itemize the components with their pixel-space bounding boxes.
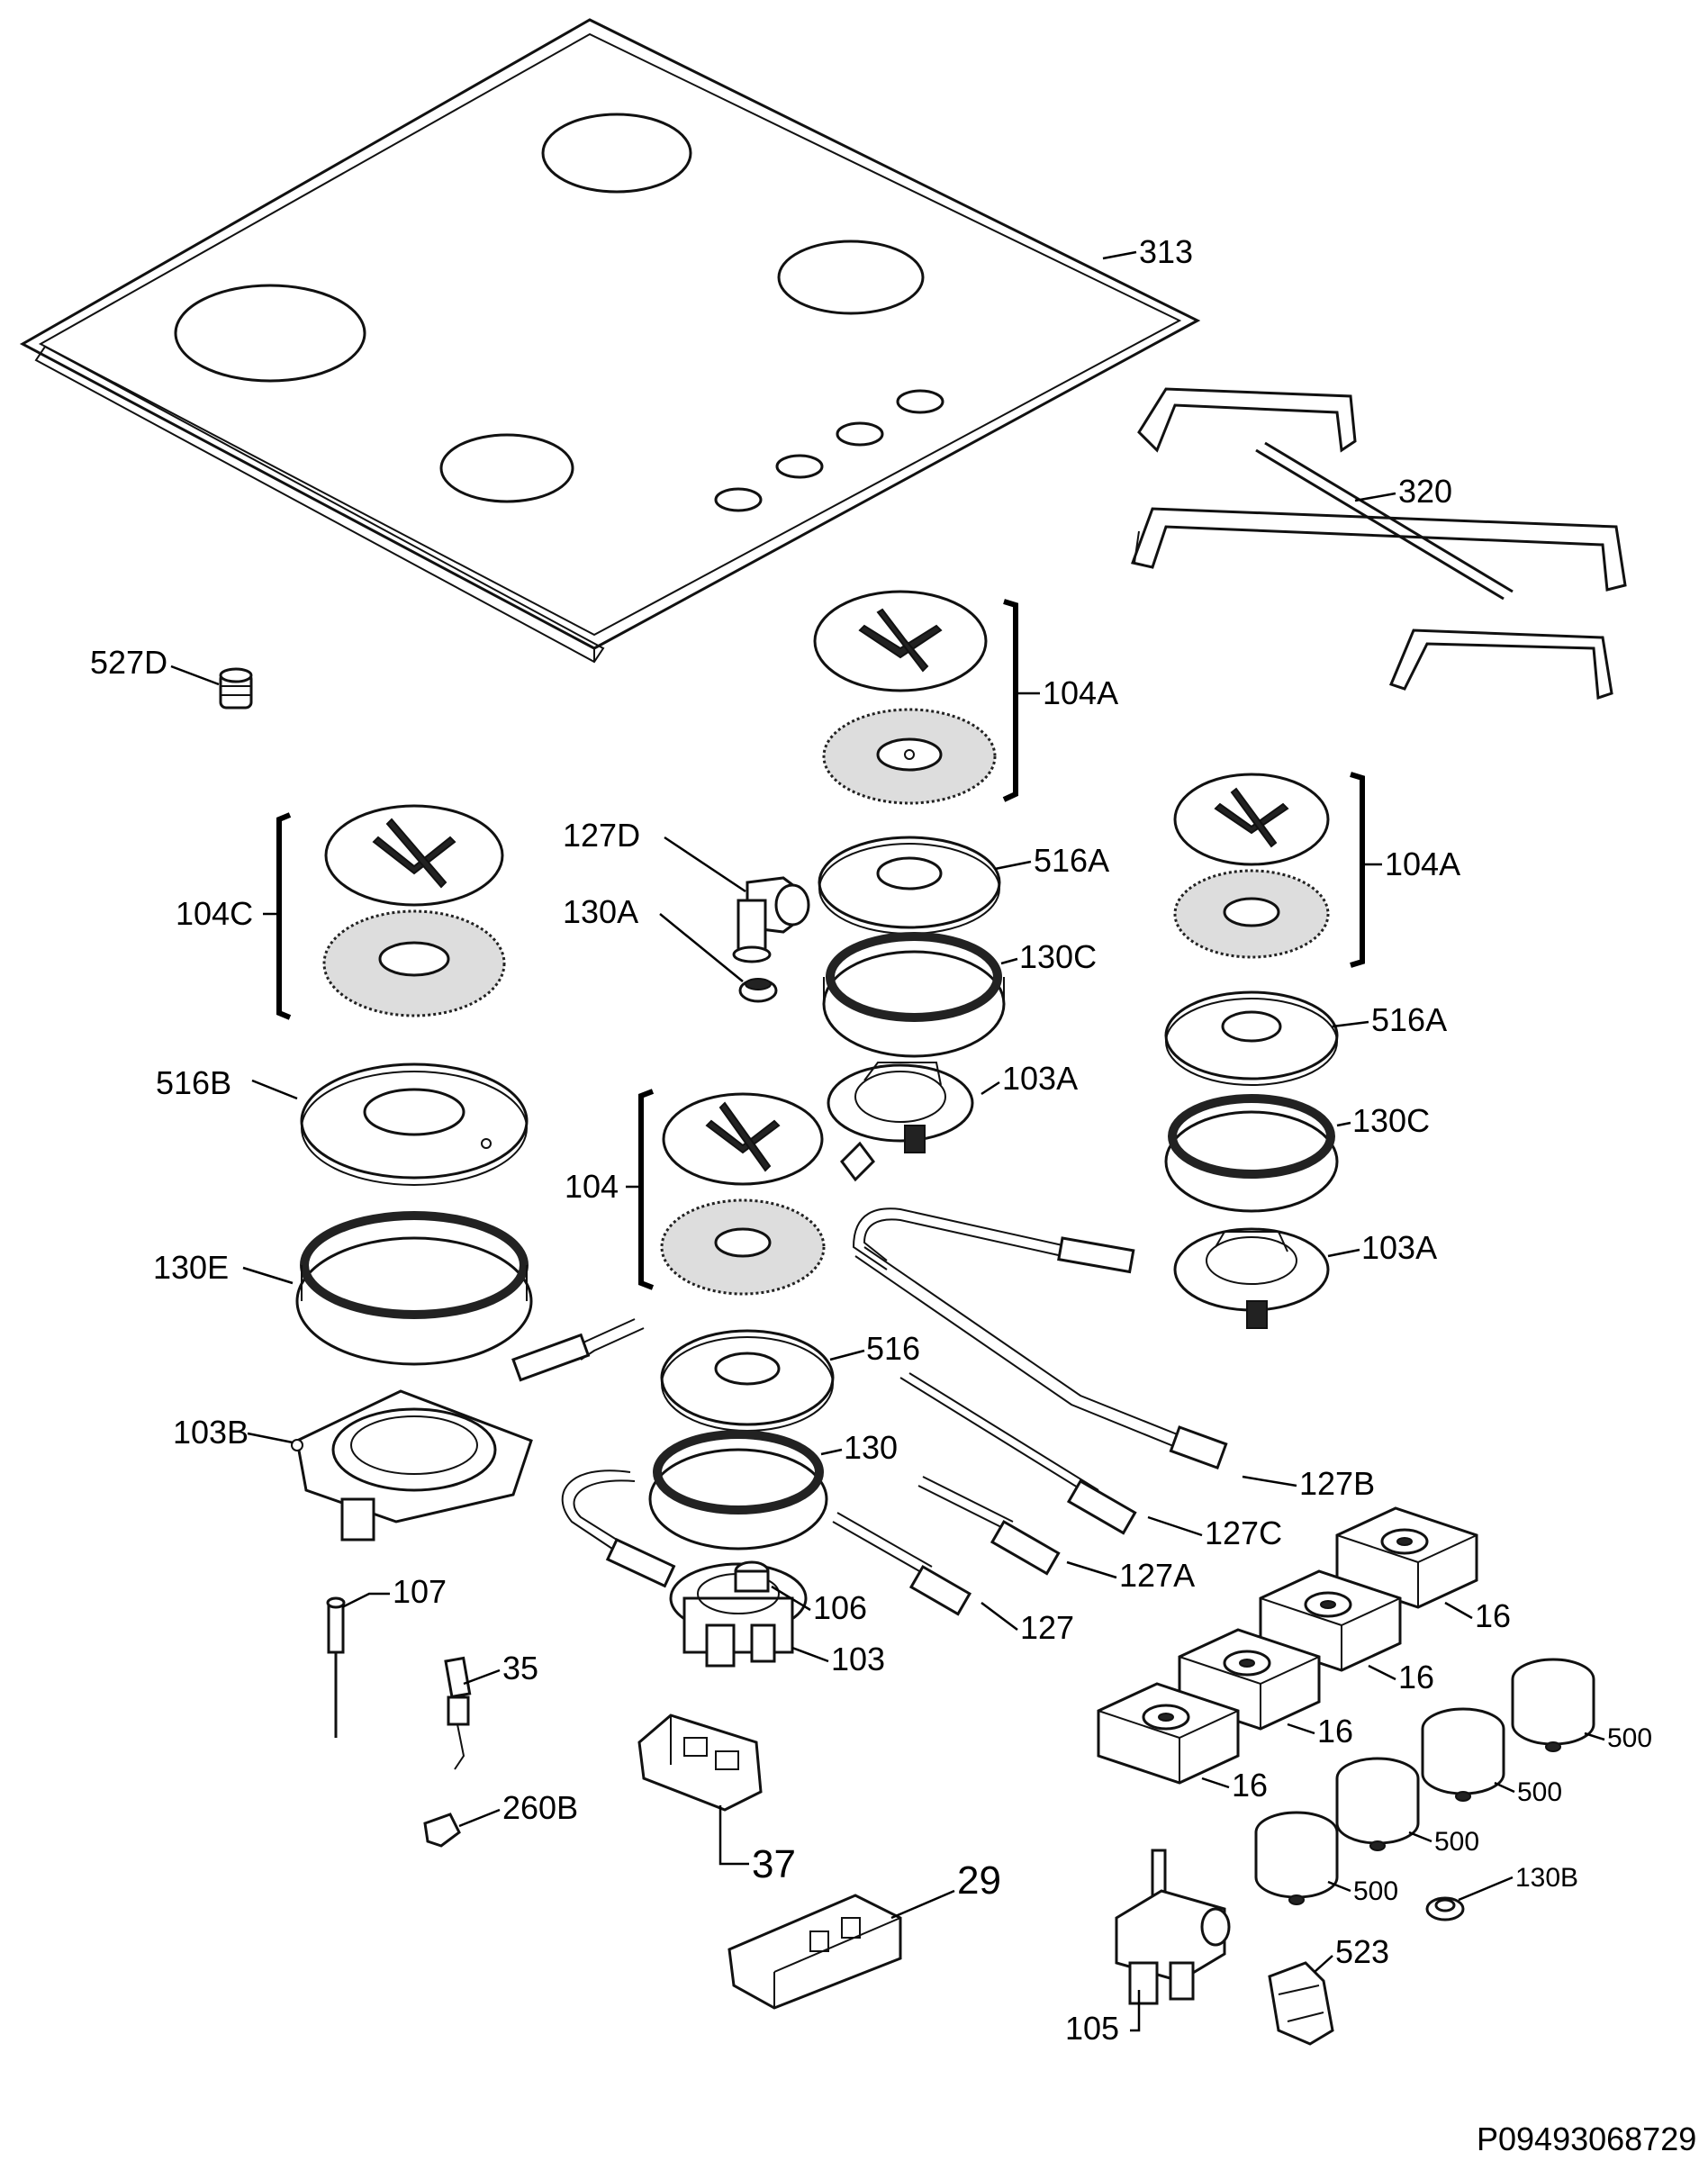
part-130C-right [1164,1094,1339,1213]
label-500-b: 500 [1517,1777,1562,1807]
label-130B: 130B [1515,1863,1578,1893]
hob-top-plate [19,18,1201,664]
label-500-d: 500 [1353,1876,1398,1906]
switch-16-b [1259,1569,1402,1672]
label-130E: 130E [153,1249,229,1286]
switch-16-d [1097,1682,1240,1785]
part-107-thermocouple [326,1596,346,1738]
label-523: 523 [1335,1933,1389,1970]
reference-code: P09493068729 [1477,2120,1696,2157]
gas-pipes [511,1207,1228,1616]
knob-500-c [1335,1757,1420,1851]
label-37: 37 [752,1842,796,1886]
part-103A-middle [827,1062,974,1182]
label-127B: 127B [1299,1465,1375,1502]
part-523-clip [1268,1961,1334,2046]
part-103 [669,1562,808,1668]
part-103A-right [1173,1227,1330,1329]
label-105: 105 [1065,2010,1119,2047]
part-516 [660,1329,835,1432]
label-104C: 104C [176,895,253,932]
burner-cap-104C [322,804,506,1017]
label-16-c: 16 [1317,1713,1353,1750]
knob-500-b [1421,1707,1505,1802]
label-16-d: 16 [1232,1767,1268,1804]
label-104: 104 [565,1168,619,1205]
label-104A-right: 104A [1385,845,1460,882]
knob-500-d [1254,1811,1339,1905]
label-527D: 527D [90,644,167,681]
burner-cap-104A-top [813,590,997,805]
switch-16-a [1335,1506,1478,1609]
label-516B: 516B [156,1064,231,1101]
part-29-terminal-block [727,1894,902,2010]
label-103B: 103B [173,1414,249,1451]
part-516B [300,1062,529,1186]
part-260B-clip [423,1813,461,1848]
label-103A-middle: 103A [1002,1060,1078,1097]
label-103: 103 [831,1641,885,1677]
label-130C-middle: 130C [1019,938,1097,975]
label-516: 516 [866,1330,920,1367]
burner-cap-104 [660,1092,826,1296]
label-127C: 127C [1205,1515,1282,1551]
label-516A-right: 516A [1371,1001,1447,1038]
burner-cap-104A-right [1173,773,1330,959]
label-500-a: 500 [1607,1723,1652,1753]
part-105-gas-valve [1115,1849,1231,2005]
label-35: 35 [502,1650,538,1686]
label-16-b: 16 [1398,1659,1434,1695]
part-516A-middle [818,836,1001,935]
part-103B [291,1389,533,1542]
part-37-spark-unit [637,1713,763,1812]
knob-500-a [1511,1658,1595,1752]
part-106-injector [734,1560,770,1593]
label-29: 29 [957,1858,1001,1903]
label-313: 313 [1139,233,1193,270]
label-130: 130 [844,1429,898,1466]
label-130A: 130A [563,893,638,930]
part-527D-nut [219,667,253,710]
part-130A-seal [738,978,778,1003]
label-130C-right: 130C [1352,1102,1430,1139]
label-107: 107 [393,1573,447,1610]
label-127D: 127D [563,817,640,854]
label-516A-middle: 516A [1034,842,1109,879]
label-260B: 260B [502,1789,578,1826]
label-104A-top: 104A [1043,674,1118,711]
part-130 [648,1430,828,1551]
label-16-a: 16 [1475,1597,1511,1634]
part-127D-elbow [732,876,810,963]
label-127: 127 [1020,1609,1074,1646]
label-103A-right: 103A [1361,1229,1437,1266]
part-130C-middle [822,932,1006,1058]
part-516A-right [1164,990,1339,1086]
label-106: 106 [813,1589,867,1626]
label-127A: 127A [1119,1557,1195,1594]
part-35-ignition-plug [444,1656,472,1770]
part-130E [295,1211,533,1366]
pan-support-grid [1131,387,1627,701]
part-130B-washer [1425,1896,1465,1921]
label-500-c: 500 [1434,1827,1479,1857]
label-320: 320 [1398,473,1452,510]
